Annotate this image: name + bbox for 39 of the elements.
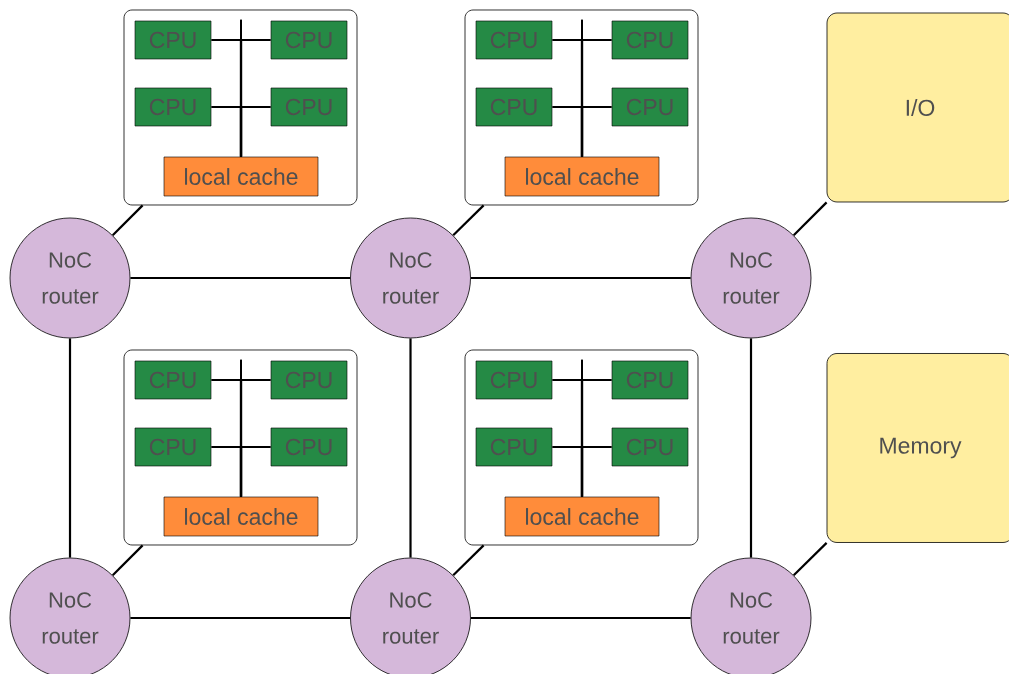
connection-line	[792, 542, 828, 577]
cpu-box: CPU	[270, 427, 348, 467]
connection-line	[409, 338, 412, 558]
connection-line	[792, 201, 828, 237]
bus-line	[580, 445, 612, 497]
cpu-box: CPU	[134, 20, 212, 60]
cache-box: local cache	[504, 496, 660, 537]
cpu-box: CPU	[611, 20, 689, 60]
device-box: I/O	[826, 12, 1009, 203]
cpu-box: CPU	[475, 87, 553, 127]
connection-line	[111, 204, 144, 237]
cpu-box: CPU	[270, 360, 348, 400]
bus-line	[239, 445, 271, 497]
connection-line	[452, 544, 485, 577]
connection-line	[452, 204, 485, 237]
connection-line	[68, 338, 72, 558]
cpu-box: CPU	[134, 427, 212, 467]
connection-line	[470, 616, 691, 620]
bus-line	[239, 105, 271, 157]
device-box: Memory	[826, 353, 1009, 543]
cpu-box: CPU	[475, 427, 553, 467]
cpu-box: CPU	[134, 87, 212, 127]
connection-line	[111, 544, 144, 577]
cpu-box: CPU	[475, 360, 553, 400]
cpu-box: CPU	[611, 427, 689, 467]
cpu-box: CPU	[475, 20, 553, 60]
cpu-box: CPU	[270, 20, 348, 60]
connection-line	[130, 616, 351, 620]
cpu-box: CPU	[611, 87, 689, 127]
connection-line	[470, 276, 691, 280]
bus-line	[580, 105, 612, 157]
connection-line	[130, 276, 351, 280]
cache-box: local cache	[163, 156, 319, 197]
cache-box: local cache	[504, 156, 660, 197]
connection-line	[749, 338, 753, 558]
cache-box: local cache	[163, 496, 319, 537]
cpu-box: CPU	[270, 87, 348, 127]
cpu-box: CPU	[611, 360, 689, 400]
cpu-box: CPU	[134, 360, 212, 400]
